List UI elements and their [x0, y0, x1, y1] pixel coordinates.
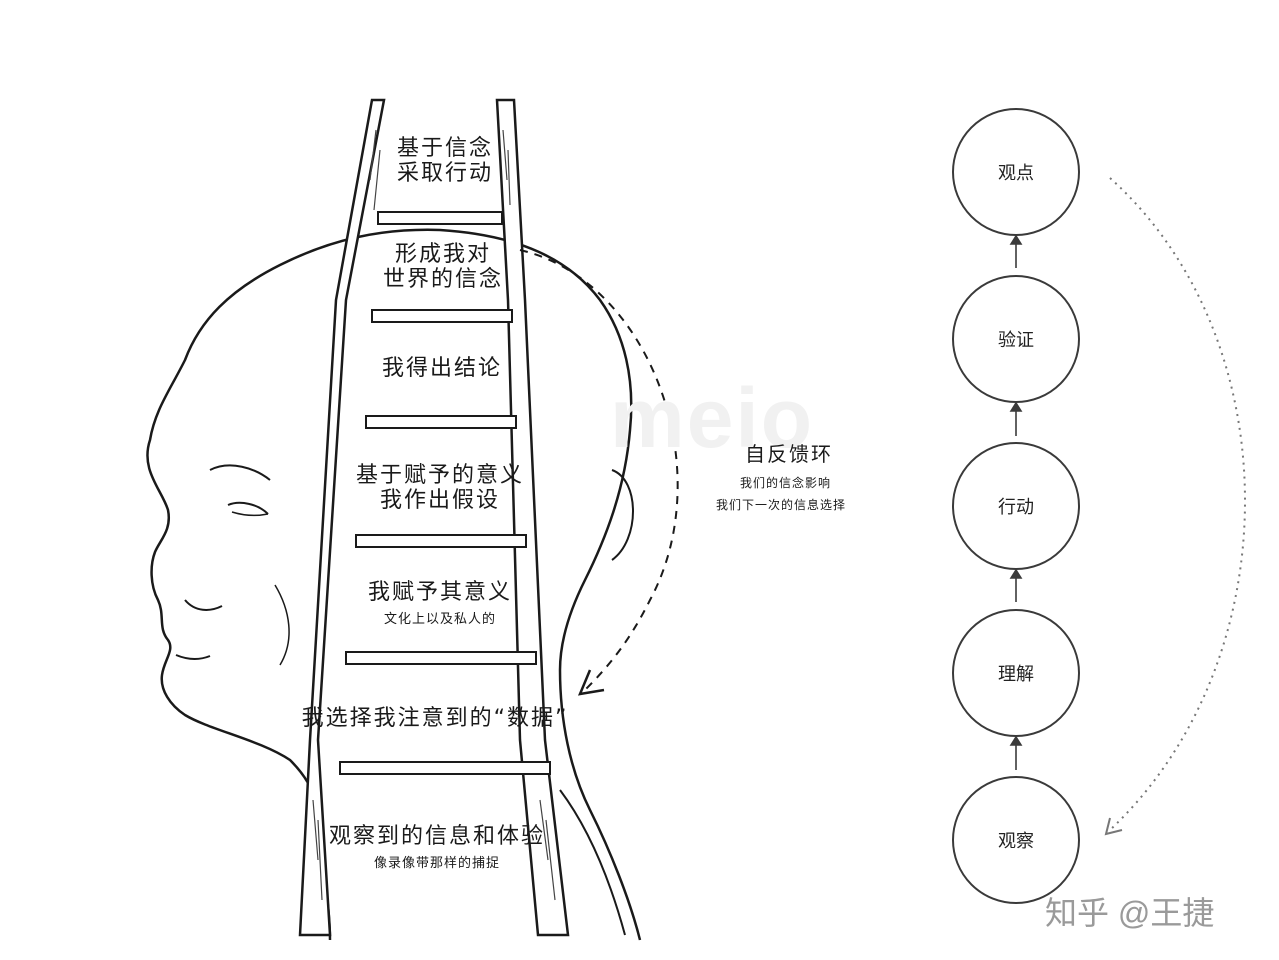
node-verify: 验证 — [952, 275, 1080, 403]
loop-title: 自反馈环 — [745, 442, 833, 466]
watermark: meio — [610, 371, 815, 465]
rung-label-make-assumptions: 基于赋予的意义 我作出假设 — [355, 463, 524, 514]
feedback-arrowhead — [577, 669, 605, 696]
node-understand: 理解 — [952, 609, 1080, 737]
rung-label-select-data: 我选择我注意到的“数据” — [301, 706, 569, 731]
brow-line — [209, 464, 271, 481]
rung-label-form-beliefs: 形成我对 世界的信念 — [382, 242, 503, 293]
flow-arrows — [1009, 234, 1023, 770]
node-action: 行动 — [952, 442, 1080, 570]
return-curve — [1109, 177, 1246, 831]
loop-sub-line-1: 我们的信念影响 — [740, 476, 832, 490]
author-credit: 知乎 @王捷 — [1045, 895, 1215, 931]
eye-line — [227, 501, 269, 515]
rung-1 — [377, 211, 503, 225]
return-arrowhead — [1104, 817, 1123, 836]
head-outline — [146, 228, 642, 941]
rung-label-observe: 观察到的信息和体验 像录像带那样的捕捉 — [328, 824, 545, 872]
neck-line — [559, 789, 626, 936]
node-observe: 观察 — [952, 776, 1080, 904]
rung-4 — [355, 534, 527, 548]
right-rail — [495, 98, 570, 937]
node-viewpoint: 观点 — [952, 108, 1080, 236]
ladder-rails — [298, 98, 570, 937]
loop-sub-line-2: 我们下一次的信息选择 — [716, 498, 847, 512]
mouth-line — [175, 654, 211, 660]
nostril-line — [184, 599, 223, 611]
eyelid-line — [231, 511, 269, 517]
rung-3 — [365, 415, 517, 429]
ear-curve — [611, 469, 634, 561]
ladder-rungs — [339, 211, 551, 775]
rung-label-draw-conclusions: 我得出结论 — [381, 356, 502, 381]
rung-5 — [345, 651, 537, 665]
rung-2 — [371, 309, 513, 323]
cheek-line — [274, 584, 290, 666]
feedback-arc — [519, 249, 679, 691]
rung-label-add-meaning: 我赋予其意义 文化上以及私人的 — [367, 580, 512, 628]
rung-6 — [339, 761, 551, 775]
rung-label-take-action: 基于信念 采取行动 — [396, 136, 493, 187]
left-rail — [298, 98, 386, 937]
